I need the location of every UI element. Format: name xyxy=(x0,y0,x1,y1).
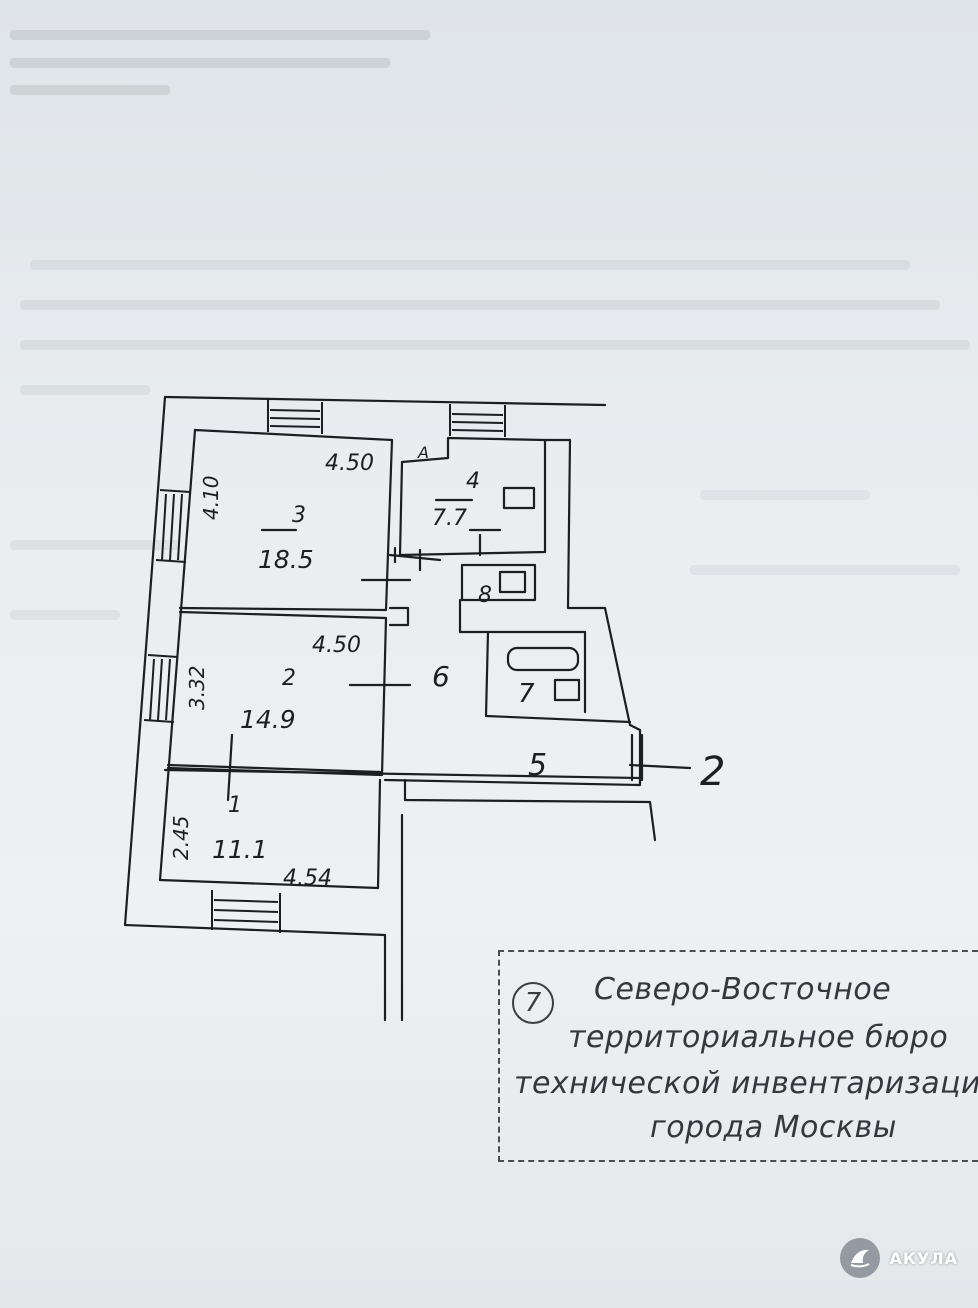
faint-text-line xyxy=(700,490,870,500)
outer-wall-left xyxy=(123,395,387,1022)
outer-wall-right xyxy=(543,438,632,727)
door-mark xyxy=(226,733,234,802)
room-5-number: 5 xyxy=(528,748,547,783)
room-3-depth: 4.10 xyxy=(199,475,223,520)
faint-text-line xyxy=(10,610,120,620)
stamp-line: территориальное бюро xyxy=(568,1020,949,1055)
room-3-width: 4.50 xyxy=(325,451,374,476)
faint-text-line xyxy=(10,85,170,95)
room-7-outline xyxy=(458,598,587,714)
room-3-area: 18.5 xyxy=(258,545,314,574)
sink-fixture xyxy=(553,678,581,702)
room-1-width: 4.54 xyxy=(283,866,332,891)
section-ticks xyxy=(630,733,644,782)
room-8-outline xyxy=(460,563,537,602)
room-4-area: 7.7 xyxy=(432,506,467,531)
room-8-number: 8 xyxy=(478,583,492,608)
windows xyxy=(143,400,506,933)
room-2-number: 2 xyxy=(282,666,296,691)
outer-wall-bottom-right xyxy=(403,778,657,842)
room-2-depth: 3.32 xyxy=(185,665,209,710)
column-mark xyxy=(388,606,410,627)
faint-text-line xyxy=(690,565,960,575)
marker-a: A xyxy=(417,443,429,462)
faint-text-line xyxy=(30,260,910,270)
corridor-wall xyxy=(163,768,642,780)
room-1-number: 1 xyxy=(228,793,242,818)
window-left-upper xyxy=(155,489,191,563)
faint-text-line xyxy=(20,340,970,350)
room-6-number: 6 xyxy=(432,660,450,693)
section-mark: 2 xyxy=(700,749,725,795)
room-7-number: 7 xyxy=(518,679,535,709)
corridor-outline xyxy=(383,723,642,787)
room-1-area: 11.1 xyxy=(212,835,268,864)
outer-wall-top xyxy=(163,395,607,407)
door-mark xyxy=(468,528,502,557)
room-2-area: 14.9 xyxy=(240,705,296,734)
faint-text-line xyxy=(10,540,180,550)
window-top-right xyxy=(449,404,506,437)
room-2-width: 4.50 xyxy=(312,633,361,658)
shark-logo-icon xyxy=(839,1238,880,1278)
stamp-line: города Москвы xyxy=(650,1110,897,1145)
room-3-number: 3 xyxy=(292,503,306,528)
window-bottom xyxy=(211,890,281,933)
section-line xyxy=(628,763,692,770)
room-4-number: 4 xyxy=(466,469,480,494)
faint-text-line xyxy=(10,58,390,68)
bti-stamp: 7 Северо-Восточное территориальное бюро … xyxy=(498,950,978,1162)
inner-wall-left xyxy=(158,428,382,890)
stove-fixture xyxy=(502,486,536,510)
stamp-number: 7 xyxy=(512,982,554,1024)
stamp-line: технической инвентаризации xyxy=(514,1066,978,1101)
stamp-line: Северо-Восточное xyxy=(594,972,892,1007)
room-1-top-wall xyxy=(166,763,382,774)
room-7-lower-wall xyxy=(484,630,632,724)
brand-watermark: АКУЛА xyxy=(839,1238,958,1278)
door-mark xyxy=(388,546,442,564)
faint-text-line xyxy=(20,385,150,395)
plan-labels: 3 18.5 4.50 4.10 2 14.9 4.50 3.32 1 11.1… xyxy=(169,443,725,891)
faint-text-line xyxy=(20,300,940,310)
window-top-left xyxy=(267,400,323,434)
faint-text-line xyxy=(10,30,430,40)
room-3-outline xyxy=(178,428,394,612)
brand-name: АКУЛА xyxy=(889,1248,958,1268)
room-1-depth: 2.45 xyxy=(169,815,193,860)
toilet-fixture xyxy=(498,570,527,594)
window-left-lower xyxy=(143,654,179,723)
bathtub-fixture xyxy=(506,646,580,672)
